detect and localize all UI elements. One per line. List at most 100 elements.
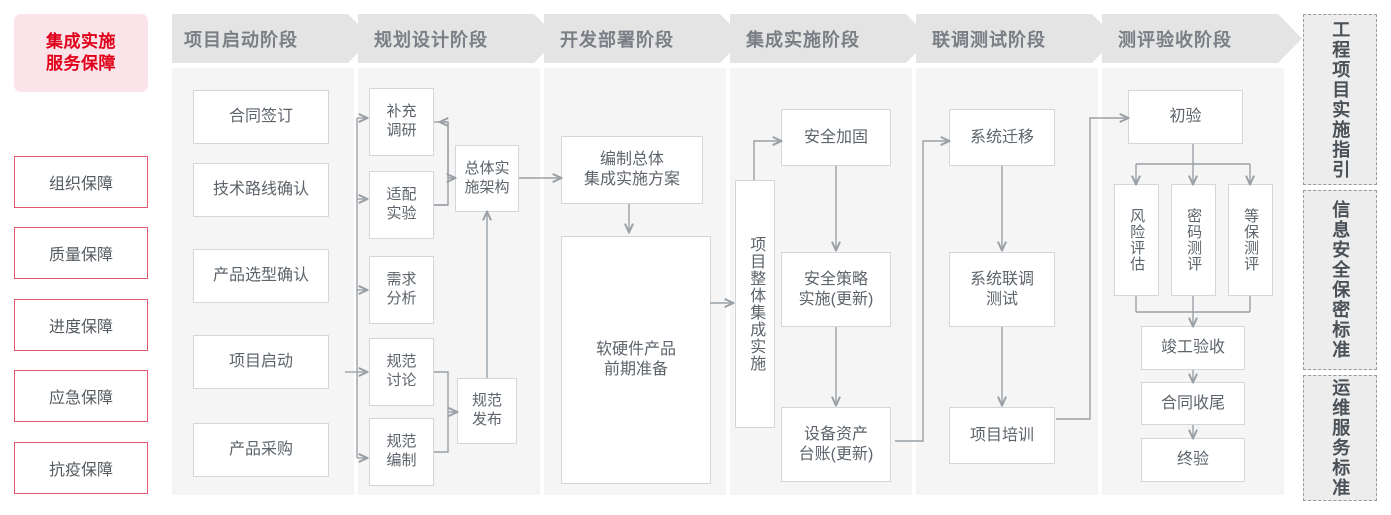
node-overall-project-integration[interactable]: 项目整体集成实施: [735, 180, 775, 428]
phase-header-label: 联调测试阶段: [932, 29, 1046, 50]
node-system-joint-debug-test[interactable]: 系统联调 测试: [949, 252, 1055, 327]
node-system-migration[interactable]: 系统迁移: [949, 109, 1055, 166]
guarantee-item-emergency[interactable]: 应急保障: [14, 370, 148, 422]
node-draft-overall-integration-plan[interactable]: 编制总体 集成实施方案: [561, 136, 703, 204]
node-requirement-analysis[interactable]: 需求 分析: [369, 256, 434, 324]
node-label-line-1: 设备资产: [803, 425, 868, 443]
guarantee-item-organization[interactable]: 组织保障: [14, 156, 148, 208]
node-label: 密码测评: [1185, 208, 1203, 272]
node-label: 合同收尾: [1160, 394, 1225, 412]
guarantee-item-label: 进度保障: [48, 319, 113, 336]
node-mlps-evaluation[interactable]: 等保测评: [1228, 184, 1273, 296]
node-supplementary-research[interactable]: 补充 调研: [369, 88, 434, 156]
guarantee-item-epidemic[interactable]: 抗疫保障: [14, 442, 148, 494]
node-label: 项目启动: [228, 353, 293, 370]
standard-label: 信息安全保密标准: [1330, 200, 1351, 360]
node-label-line-1: 软硬件产品: [595, 341, 676, 358]
node-label-line-1: 适配: [386, 186, 417, 204]
node-equipment-asset-ledger[interactable]: 设备资产 台账(更新): [781, 407, 891, 482]
node-label: 技术路线确认: [212, 181, 309, 198]
node-label: 风险评估: [1128, 208, 1146, 272]
phase-header-label: 测评验收阶段: [1118, 29, 1232, 50]
standard-card-infosec-standard[interactable]: 信息安全保密标准: [1303, 190, 1377, 370]
node-label: 终验: [1176, 451, 1209, 468]
guarantee-item-label: 组织保障: [48, 176, 113, 193]
node-label-line-1: 编制总体: [599, 151, 664, 168]
node-security-hardening[interactable]: 安全加固: [781, 109, 891, 166]
phase-header-5[interactable]: 联调测试阶段: [916, 14, 1098, 63]
node-label-line-2: 分析: [386, 290, 417, 307]
node-label: 合同签订: [228, 108, 293, 125]
node-label-line-1: 总体实: [464, 159, 510, 177]
node-label: 系统迁移: [969, 128, 1034, 146]
node-label-line-2: 调研: [386, 122, 417, 139]
node-label-line-2: 实验: [386, 205, 417, 222]
standard-card-engineering-guide[interactable]: 工程项目实施指引: [1303, 14, 1377, 185]
node-hardware-software-preparation[interactable]: 软硬件产品 前期准备: [561, 236, 711, 484]
node-label: 初验: [1169, 108, 1202, 125]
node-label-line-2: 集成实施方案: [583, 171, 680, 188]
phase-header-chevron-strip: [172, 14, 1302, 63]
guarantee-item-quality[interactable]: 质量保障: [14, 227, 148, 279]
node-label: 项目培训: [969, 426, 1034, 444]
node-contract-signing[interactable]: 合同签订: [193, 90, 329, 144]
guarantee-item-schedule[interactable]: 进度保障: [14, 299, 148, 351]
phase-header-label: 规划设计阶段: [374, 29, 488, 50]
node-spec-release[interactable]: 规范 发布: [457, 378, 517, 444]
node-label-line-2: 发布: [471, 411, 502, 428]
node-label: 项目整体集成实施: [747, 236, 765, 372]
phase-header-6[interactable]: 测评验收阶段: [1102, 14, 1284, 63]
phase-header-3[interactable]: 开发部署阶段: [544, 14, 726, 63]
node-label-line-1: 规范: [386, 353, 417, 371]
node-cryptography-evaluation[interactable]: 密码测评: [1171, 184, 1216, 296]
node-label-line-1: 安全策略: [803, 270, 868, 288]
node-project-kickoff[interactable]: 项目启动: [193, 335, 329, 389]
standard-label: 工程项目实施指引: [1330, 19, 1351, 180]
node-label-line-1: 补充: [386, 103, 417, 121]
node-security-policy-implementation[interactable]: 安全策略 实施(更新): [781, 252, 891, 327]
node-completion-acceptance[interactable]: 竣工验收: [1141, 326, 1245, 370]
standard-label: 运维服务标准: [1330, 378, 1351, 498]
phase-header-1[interactable]: 项目启动阶段: [172, 14, 354, 63]
node-contract-closeout[interactable]: 合同收尾: [1141, 382, 1245, 425]
phase-header-label: 开发部署阶段: [560, 29, 674, 50]
node-label-line-2: 前期准备: [603, 361, 668, 378]
phase-header-label: 项目启动阶段: [184, 29, 298, 50]
node-label-line-1: 规范: [471, 392, 502, 410]
node-label-line-1: 需求: [386, 271, 417, 289]
phase-header-4[interactable]: 集成实施阶段: [730, 14, 912, 63]
standard-card-ops-service-standard[interactable]: 运维服务标准: [1303, 375, 1377, 501]
node-label-line-2: 实施(更新): [798, 290, 874, 308]
node-overall-impl-architecture[interactable]: 总体实 施架构: [455, 145, 519, 212]
node-spec-drafting[interactable]: 规范 编制: [369, 418, 434, 486]
node-label-line-1: 系统联调: [969, 270, 1034, 288]
node-label-line-1: 规范: [386, 433, 417, 451]
node-adaptation-experiment[interactable]: 适配 实验: [369, 171, 434, 239]
node-project-training[interactable]: 项目培训: [949, 407, 1055, 464]
node-preliminary-acceptance[interactable]: 初验: [1128, 90, 1243, 144]
guarantee-item-label: 应急保障: [48, 390, 113, 407]
node-label: 产品采购: [228, 441, 293, 458]
phase-header-label: 集成实施阶段: [746, 29, 860, 50]
node-label: 等保测评: [1242, 208, 1260, 272]
guarantee-item-label: 抗疫保障: [48, 462, 113, 479]
guarantee-title-line-2: 服务保障: [46, 54, 116, 73]
node-label-line-2: 讨论: [386, 372, 417, 389]
node-label-line-2: 编制: [386, 452, 417, 469]
node-label-line-2: 台账(更新): [798, 445, 874, 463]
guarantee-item-label: 质量保障: [48, 247, 113, 264]
node-label-line-2: 测试: [985, 290, 1018, 308]
guarantee-title-line-1: 集成实施: [46, 31, 116, 51]
guarantee-title-card: 集成实施 服务保障: [14, 14, 148, 92]
node-tech-route-confirm[interactable]: 技术路线确认: [193, 163, 329, 217]
node-risk-assessment[interactable]: 风险评估: [1114, 184, 1159, 296]
node-product-procurement[interactable]: 产品采购: [193, 423, 329, 477]
node-product-selection-confirm[interactable]: 产品选型确认: [193, 249, 329, 303]
node-label: 安全加固: [803, 128, 868, 146]
node-final-acceptance[interactable]: 终验: [1141, 438, 1245, 482]
phase-header-2[interactable]: 规划设计阶段: [358, 14, 540, 63]
node-label: 竣工验收: [1160, 339, 1225, 356]
node-spec-discussion[interactable]: 规范 讨论: [369, 338, 434, 406]
node-label: 产品选型确认: [212, 267, 309, 284]
